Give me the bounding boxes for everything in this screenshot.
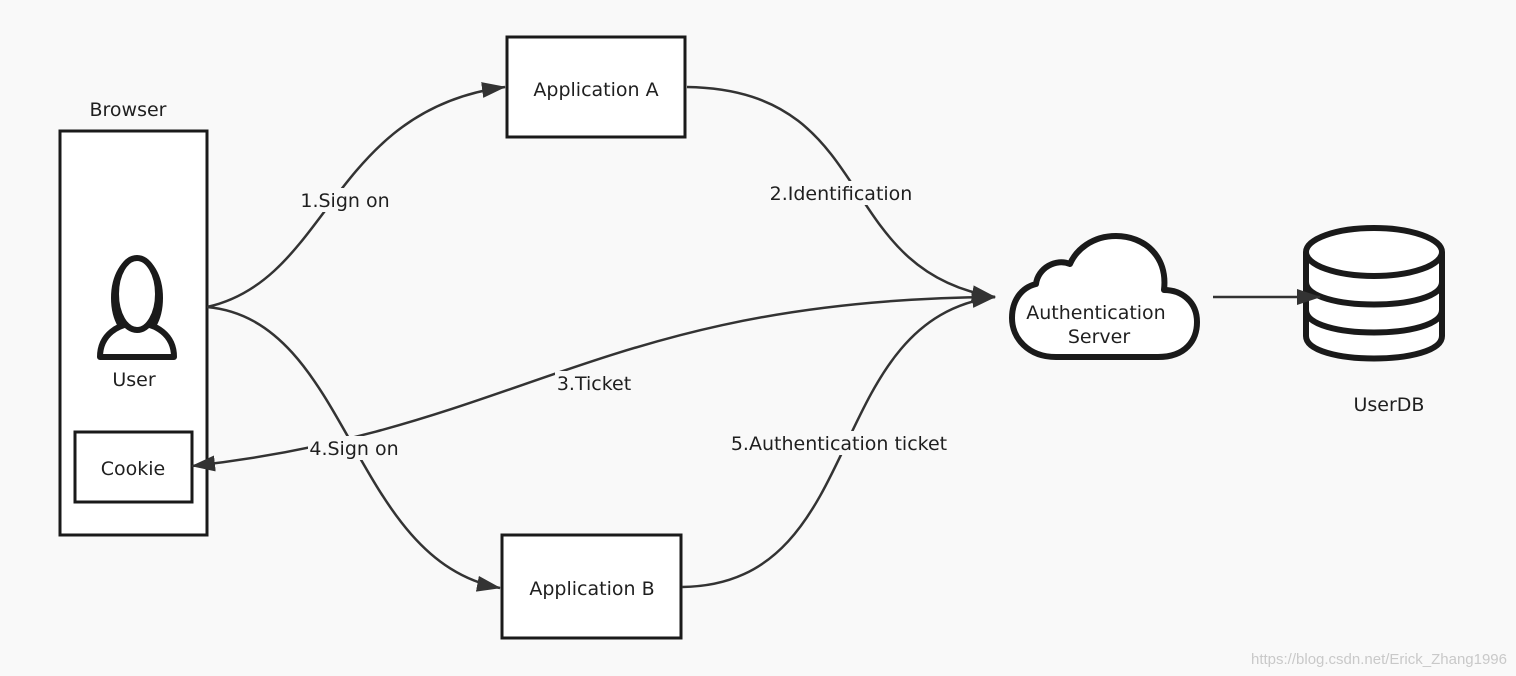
authentication-server-node: Authentication Server bbox=[1009, 233, 1200, 360]
application-a-node: Application A bbox=[505, 35, 687, 139]
application-a-label: Application A bbox=[533, 79, 658, 101]
application-b-node: Application B bbox=[500, 533, 683, 640]
database-icon bbox=[1303, 225, 1445, 362]
watermark: https://blog.csdn.net/Erick_Zhang1996 bbox=[1251, 651, 1507, 668]
browser-title: Browser bbox=[90, 99, 167, 121]
edge-label-ticket: 3.Ticket bbox=[557, 373, 631, 395]
edge-label-identification: 2.Identification bbox=[770, 183, 913, 205]
application-b-label: Application B bbox=[529, 578, 654, 600]
cloud-icon bbox=[1009, 233, 1200, 360]
auth-server-label-line2: Server bbox=[1068, 326, 1130, 348]
edge-label-authentication-ticket: 5.Authentication ticket bbox=[731, 433, 947, 455]
userdb-label: UserDB bbox=[1354, 394, 1425, 416]
browser-group: Browser User Cookie bbox=[58, 99, 209, 537]
user-icon bbox=[97, 255, 177, 360]
auth-server-label-line1: Authentication bbox=[1026, 302, 1165, 324]
user-label: User bbox=[112, 369, 155, 391]
edge-label-sign-on-1: 1.Sign on bbox=[300, 190, 389, 212]
edge-label-sign-on-4: 4.Sign on bbox=[309, 438, 398, 460]
edge-labels: 1.Sign on 2.Identification 3.Ticket 4.Si… bbox=[300, 181, 948, 460]
cookie-label: Cookie bbox=[101, 458, 166, 480]
userdb-node: UserDB bbox=[1303, 225, 1445, 416]
